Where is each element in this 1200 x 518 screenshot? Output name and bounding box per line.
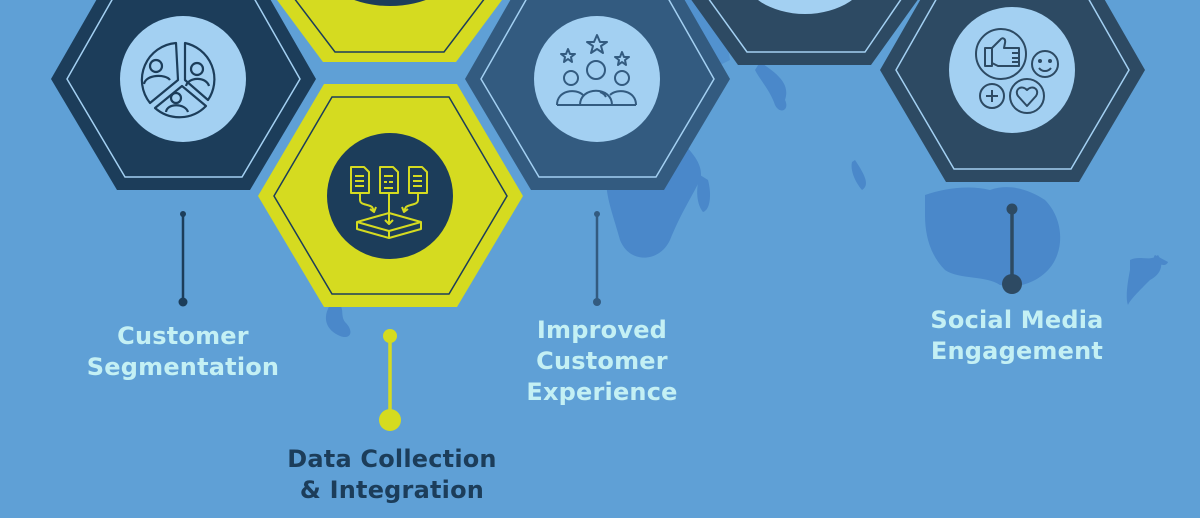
hexagon-social-media-engagement [880,0,1145,182]
hexagon-improved-customer-experience [465,0,730,190]
connector-improved-customer-experience [593,211,601,306]
connector-social-media-engagement [1002,203,1022,294]
connector-customer-segmentation [178,211,188,307]
hexagon-customer-segmentation [51,0,316,190]
hexagon-top-yellow [277,0,502,62]
label-line: Engagement [930,337,1104,365]
label-social-media-engagement: Social Media Engagement [912,305,1122,367]
label-line: Improved [536,316,668,344]
label-line: Customer [536,347,668,375]
label-line: & Integration [299,476,485,504]
label-line: Customer [117,322,249,350]
label-line: Segmentation [86,353,280,381]
label-data-collection: Data Collection & Integration [272,444,512,506]
like-smile-heart-icon [975,28,1059,114]
label-line: Data Collection [287,445,497,473]
label-line: Experience [526,378,678,406]
label-customer-segmentation: Customer Segmentation [73,321,293,383]
documents-into-database-icon [350,166,428,239]
connector-data-collection [379,329,401,431]
label-improved-customer-experience: Improved Customer Experience [502,315,702,408]
hexagon-top-slate [691,0,918,65]
label-line: Social Media [930,306,1104,334]
hexagon-data-collection [258,84,523,307]
people-with-stars-icon [556,34,637,106]
segmented-people-pie-icon [140,41,216,119]
